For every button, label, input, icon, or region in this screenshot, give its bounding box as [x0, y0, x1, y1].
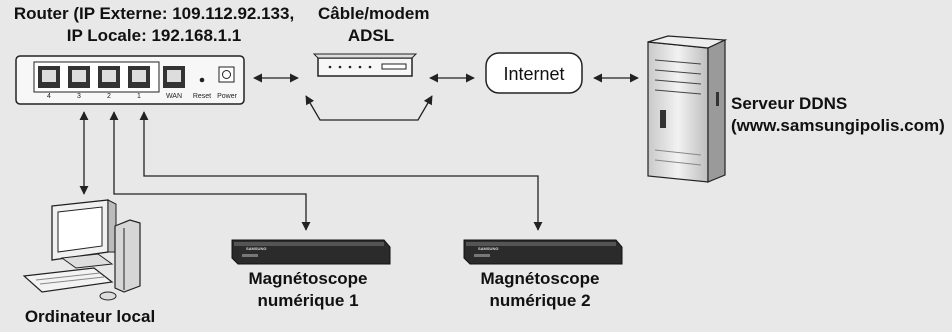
router-device: 4 3 2 1 WAN Reset Power	[15, 55, 245, 105]
modem-device	[312, 53, 418, 77]
dvr-1-device: SAMSUNG	[231, 239, 391, 265]
port-2-label: 2	[107, 93, 111, 100]
modem-loop-arrow	[305, 95, 433, 121]
port-1-label: 1	[137, 93, 141, 100]
pc-label: Ordinateur local	[10, 306, 170, 328]
modem-label-line2: ADSL	[347, 26, 395, 45]
port-4-label: 4	[47, 93, 51, 100]
dvr-1-label: Magnétoscope numérique 1	[228, 268, 388, 312]
port-wan-label: WAN	[166, 93, 182, 100]
router-label-line2: IP Locale: 192.168.1.1	[66, 26, 242, 45]
power-label: Power	[217, 93, 238, 100]
router-dvr2-arrow	[139, 111, 543, 231]
server-label-line1: Serveur DDNS	[731, 94, 848, 113]
dvr-1-label-line2: numérique 1	[257, 291, 359, 310]
server-label-line2: (www.samsungipolis.com)	[731, 116, 945, 135]
server-tower-icon	[647, 35, 728, 183]
modem-label-line1: Câble/modem	[318, 4, 430, 23]
modem-label: Câble/modem ADSL	[318, 3, 430, 47]
port-3-label: 3	[77, 93, 81, 100]
dvr-2-brand: SAMSUNG	[478, 246, 498, 251]
internet-bubble	[485, 52, 583, 94]
connections	[79, 73, 639, 231]
pc-label-text: Ordinateur local	[24, 307, 156, 326]
computer-icon	[22, 199, 141, 301]
internet-label: Internet	[503, 64, 564, 84]
dvr-1-brand: SAMSUNG	[246, 246, 266, 251]
server-label: Serveur DDNS (www.samsungipolis.com)	[731, 93, 945, 137]
router-label-line1: Router (IP Externe: 109.112.92.133,	[13, 4, 295, 23]
dvr-2-label: Magnétoscope numérique 2	[460, 268, 620, 312]
dvr-2-label-line1: Magnétoscope	[480, 269, 600, 288]
router-label: Router (IP Externe: 109.112.92.133, IP L…	[3, 3, 305, 47]
router-ports	[38, 66, 235, 88]
router-dvr1-arrow	[109, 111, 311, 231]
reset-label: Reset	[193, 93, 211, 100]
dvr-1-label-line1: Magnétoscope	[248, 269, 368, 288]
dvr-2-label-line2: numérique 2	[489, 291, 591, 310]
dvr-2-device: SAMSUNG	[463, 239, 623, 265]
